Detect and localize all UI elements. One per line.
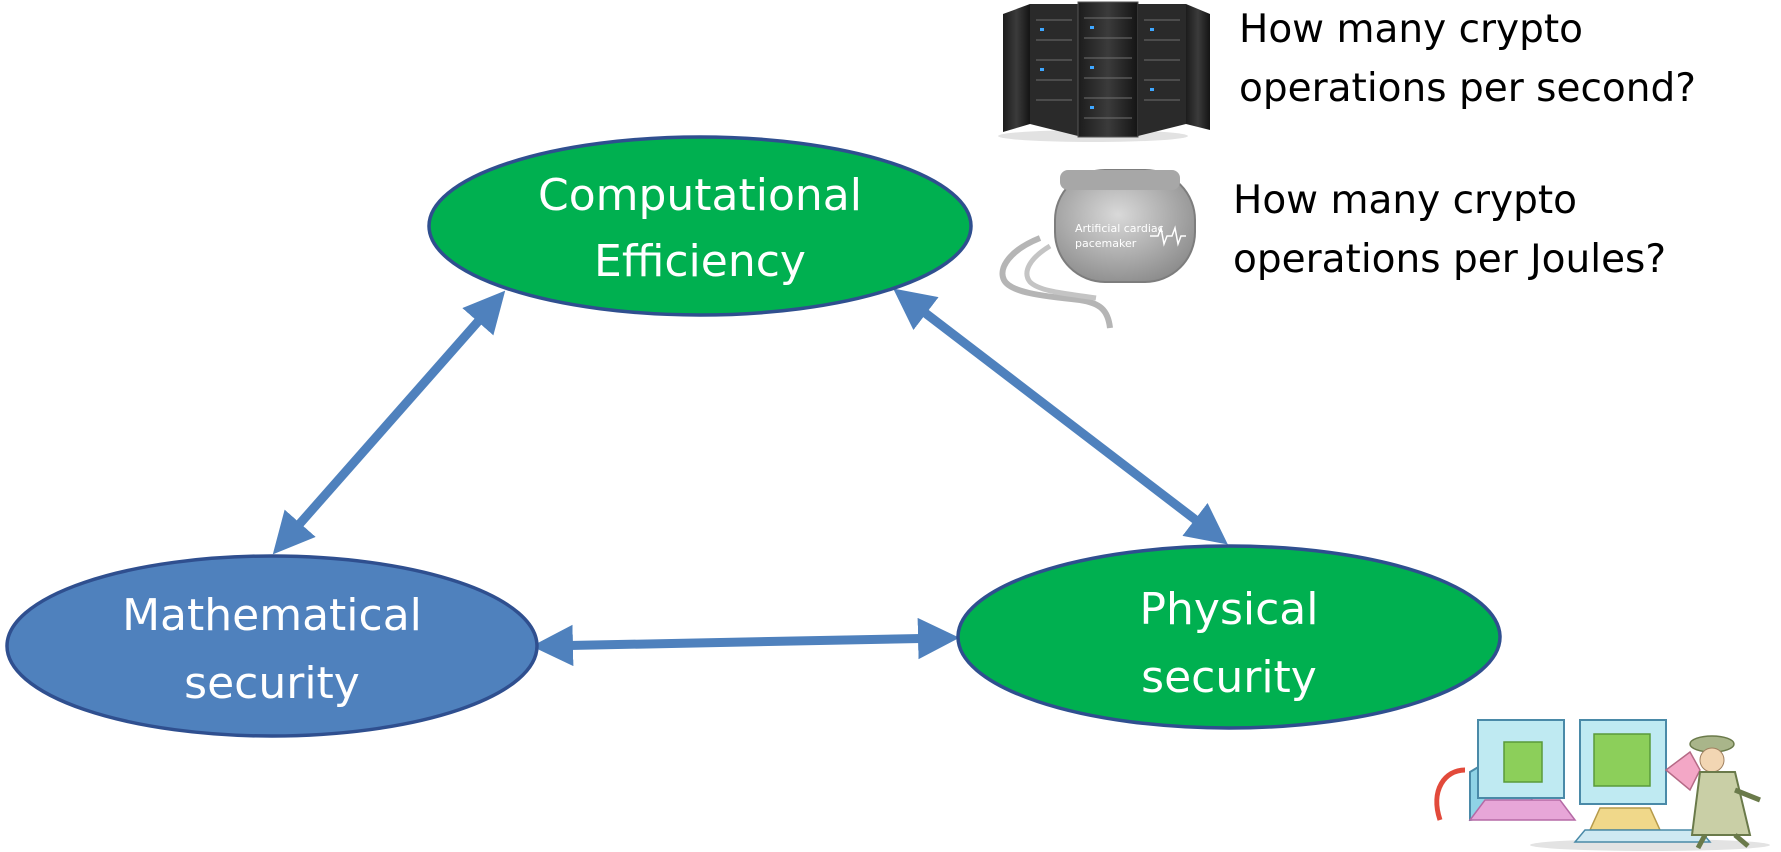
server-rack-icon	[998, 1, 1210, 142]
node-mathematical-security: Mathematical security	[5, 554, 539, 738]
node-mathematical-security-line1: Mathematical	[122, 590, 422, 641]
node-mathematical-security-line2: security	[184, 658, 360, 709]
node-computational-efficiency-ellipse	[427, 135, 973, 317]
node-physical-security-ellipse	[956, 544, 1502, 730]
node-computational-efficiency-line2: Efficiency	[594, 236, 806, 287]
node-mathematical-security-ellipse	[5, 554, 539, 738]
arrow-efficiency-physical	[893, 288, 1228, 545]
arrow-mathematical-physical	[531, 617, 960, 667]
pacemaker-note-line2: operations per Joules?	[1233, 237, 1667, 282]
pacemaker-note: How many crypto operations per Joules?	[1233, 171, 1666, 289]
server-note: How many crypto operations per second?	[1239, 0, 1696, 118]
pacemaker-text-line2: pacemaker	[1075, 237, 1137, 250]
node-computational-efficiency-line1: Computational	[538, 170, 862, 221]
server-note-line2: operations per second?	[1239, 66, 1696, 111]
node-physical-security-line2: security	[1141, 652, 1317, 703]
node-physical-security-line1: Physical	[1140, 584, 1319, 635]
pacemaker-note-line1: How many crypto	[1233, 178, 1578, 223]
arrow-efficiency-mathematical	[272, 290, 506, 555]
pacemaker-icon: Artificial cardiac pacemaker	[999, 169, 1196, 329]
node-physical-security: Physical security	[956, 544, 1502, 730]
pacemaker-text-line1: Artificial cardiac	[1075, 222, 1164, 235]
node-computational-efficiency: Computational Efficiency	[427, 135, 973, 317]
computer-spy-icon	[1434, 719, 1770, 851]
server-note-line1: How many crypto	[1239, 7, 1584, 52]
